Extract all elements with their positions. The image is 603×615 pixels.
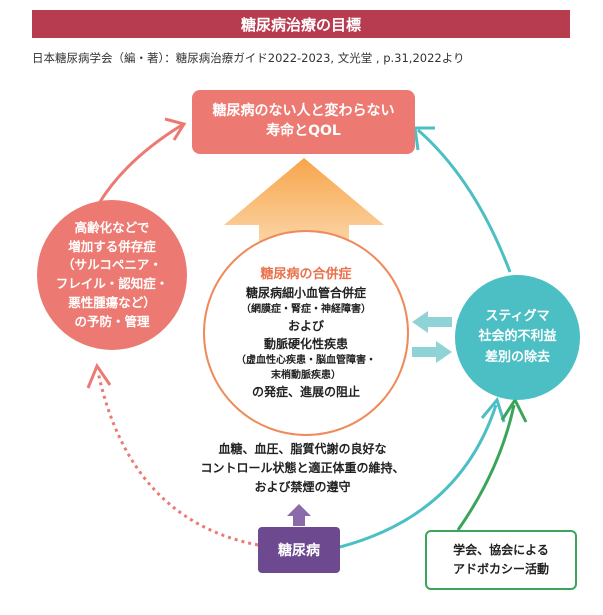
goal-line-1: 糖尿病のない人と変わらない <box>212 103 395 120</box>
stigma-line: 差別の除去 <box>484 349 550 365</box>
comorbidity-line: の予防・管理 <box>74 313 150 329</box>
comorbidity-line: 高齢化などで <box>74 219 150 235</box>
control-line: 血糖、血圧、脂質代謝の良好な <box>218 442 387 456</box>
comorbidity-circle: 高齢化などで 増加する併存症 （サルコペニア・ フレイル・認知症・ 悪性腫瘍など… <box>37 200 187 350</box>
control-line: コントロール状態と適正体重の維持、 <box>200 461 405 476</box>
arrow-right-to-goal <box>417 128 512 273</box>
diabetes-box: 糖尿病 <box>258 527 340 573</box>
complications-title: 糖尿病の合併症 <box>260 266 352 282</box>
arrow-left-to-goal <box>96 123 183 206</box>
complications-circle: 糖尿病の合併症 糖尿病細小血管合併症 （網膜症・腎症・神経障害） および 動脈硬… <box>203 230 409 436</box>
comorbidity-line: フレイル・認知症・ <box>55 276 169 291</box>
arrow-right-to-center <box>412 311 452 333</box>
complications-line: （虚血性心疾患・脳血管障害・ <box>236 355 376 367</box>
complications-line: 末梢動脈疾患） <box>271 370 341 382</box>
source-citation: 日本糖尿病学会（編・著）：糖尿病治療ガイド2022-2023, 文光堂 , p.… <box>32 51 465 65</box>
advocacy-box: 学会、協会による アドボカシー活動 <box>425 530 577 590</box>
goal-line-2: 寿命とQOL <box>266 123 341 139</box>
comorbidity-line: 悪性腫瘍など） <box>68 294 156 310</box>
diabetes-label: 糖尿病 <box>278 543 320 559</box>
diagram-title: 糖尿病治療の目標 <box>240 15 361 34</box>
complications-line: の発症、進展の阻止 <box>251 385 360 400</box>
complications-line: 動脈硬化性疾患 <box>263 337 348 352</box>
stigma-line: スティグマ <box>485 309 550 325</box>
arrow-diabetes-up <box>287 504 311 526</box>
comorbidity-line: （サルコペニア・ <box>62 257 162 273</box>
arrow-diabetes-to-right <box>339 404 498 549</box>
stigma-circle: スティグマ 社会的不利益 差別の除去 <box>455 275 580 400</box>
complications-line: および <box>287 319 324 334</box>
complications-line: 糖尿病細小血管合併症 <box>245 286 366 301</box>
control-line: および禁煙の遵守 <box>254 480 351 495</box>
arrow-center-to-right <box>412 341 452 363</box>
complications-line: （網膜症・腎症・神経障害） <box>241 304 371 316</box>
arrow-diabetes-to-left <box>96 371 259 547</box>
title-bar: 糖尿病治療の目標 <box>32 10 570 38</box>
goal-box: 糖尿病のない人と変わらない 寿命とQOL <box>192 90 415 154</box>
advocacy-line-2: アドボカシー活動 <box>452 562 549 576</box>
stigma-line: 社会的不利益 <box>478 329 557 345</box>
comorbidity-line: 増加する併存症 <box>68 238 156 254</box>
advocacy-line-1: 学会、協会による <box>453 542 549 557</box>
arrow-advocacy-to-right <box>456 404 516 531</box>
control-text: 血糖、血圧、脂質代謝の良好な コントロール状態と適正体重の維持、 および禁煙の遵… <box>180 440 425 498</box>
